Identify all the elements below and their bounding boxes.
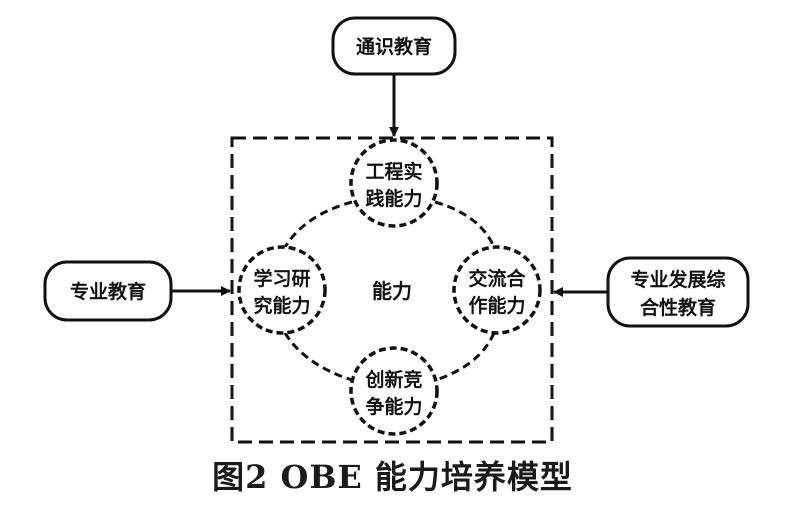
connector-practice-research [283,200,353,248]
research-ability-circle [237,245,327,335]
professional-education-label: 专业教育 [70,280,146,303]
connector-practice-communication [434,200,496,248]
practice-ability-line2: 践能力 [365,187,422,210]
practice-ability-circle [349,138,439,228]
innovation-ability-line2: 争能力 [365,395,422,418]
connector-communication-innovation [435,332,496,382]
communication-ability-circle [452,245,542,335]
figure-caption: 图2 OBE 能力培养模型 [212,458,573,496]
communication-ability-line1: 交流合 [468,267,526,290]
connector-research-innovation [283,332,353,382]
communication-ability-line2: 作能力 [468,294,525,317]
research-ability-line2: 究能力 [253,294,310,317]
innovation-ability-circle [349,346,439,436]
ability-center-label: 能力 [372,279,412,303]
research-ability-line1: 学习研 [253,267,310,290]
general-education-label: 通识教育 [356,35,432,58]
innovation-ability-line1: 创新竞 [364,368,422,391]
practice-ability-line1: 工程实 [365,160,422,183]
comprehensive-development-label-line2: 合性教育 [640,296,716,319]
comprehensive-development-label-line1: 专业发展综 [630,268,725,291]
ability-frame [230,136,554,444]
